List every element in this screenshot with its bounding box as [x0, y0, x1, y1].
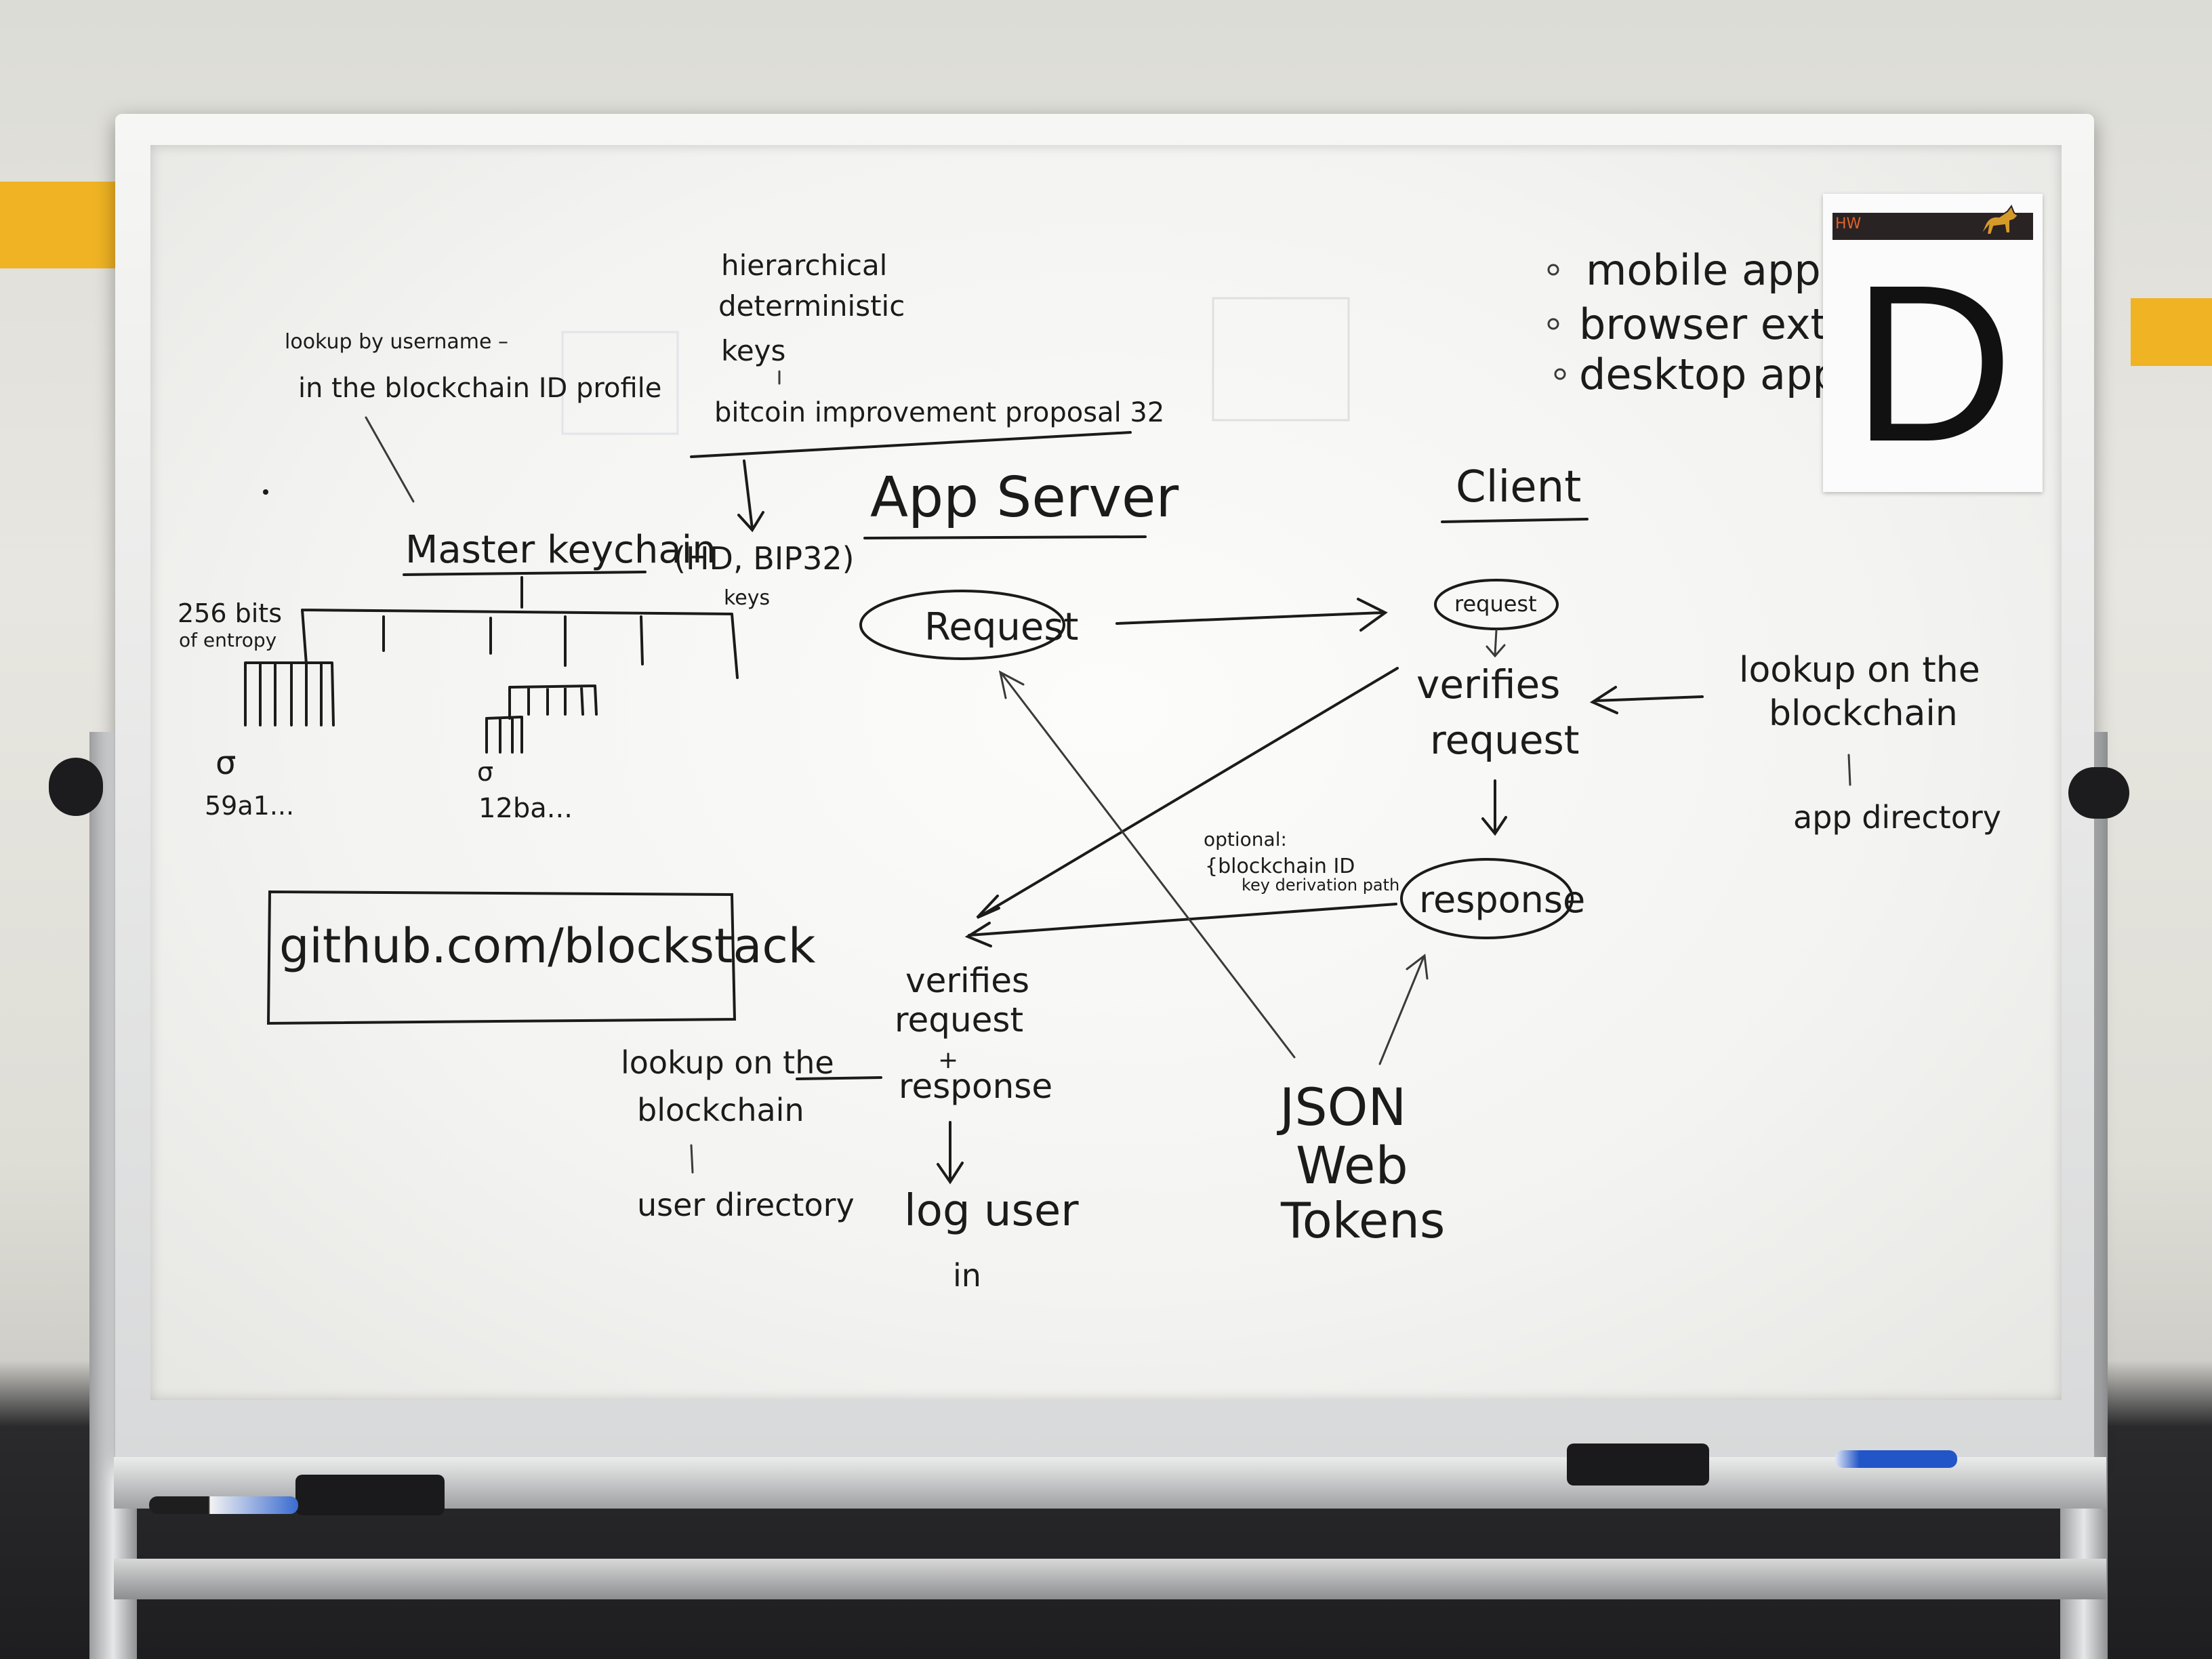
- label-log-user: log user: [904, 1186, 1079, 1236]
- github-box: [266, 890, 737, 1025]
- note-deterministic: deterministic: [718, 289, 905, 323]
- arrow-to-log-user: [937, 1121, 964, 1185]
- label-sigma-left: σ: [216, 744, 236, 782]
- label-request-server-2: request: [895, 1000, 1023, 1040]
- eraser-left[interactable]: [295, 1475, 445, 1515]
- label-tokens: Tokens: [1280, 1192, 1445, 1249]
- bullet-icon: [1547, 318, 1559, 330]
- bullet-icon: [1554, 368, 1566, 380]
- label-github: github.com/blockstack: [279, 918, 816, 974]
- bullet-icon: [1547, 264, 1559, 276]
- bullet-browser-ext: browser ext: [1579, 300, 1827, 349]
- underline-bip: [690, 431, 1132, 458]
- label-request-client: request: [1454, 591, 1537, 617]
- label-app-directory: app directory: [1793, 799, 2001, 836]
- label-entropy: of entropy: [179, 629, 276, 651]
- label-response: response: [1419, 878, 1585, 921]
- connector-lookup-to-verifies: [796, 1076, 882, 1080]
- stand-knob-left: [49, 758, 103, 816]
- arrow-verifies-to-server: [976, 667, 1399, 919]
- erased-mark-2: [561, 331, 679, 435]
- arrow-lookup-to-verifies: [1589, 686, 1704, 714]
- whiteboard-frame: [115, 114, 2094, 1462]
- stand-knob-right: [2068, 767, 2129, 819]
- arrow-response-to-server: [964, 903, 1397, 947]
- label-response-server: response: [899, 1067, 1052, 1106]
- label-key-59a1: 59a1...: [205, 791, 294, 821]
- connector-tick-left: [690, 1144, 694, 1174]
- label-verifies-client: verifies: [1416, 661, 1560, 708]
- bullet-desktop-app: desktop app: [1579, 350, 1839, 399]
- label-log-user-in: in: [953, 1257, 981, 1294]
- label-sigma-mid: σ: [477, 757, 493, 787]
- sign-logo-text: HW: [1835, 216, 1862, 232]
- label-request-client-2: request: [1430, 717, 1579, 763]
- connector-line: [365, 416, 415, 503]
- label-json: JSON: [1277, 1077, 1406, 1137]
- label-keys: keys: [724, 586, 770, 610]
- underline-app-server: [863, 535, 1147, 539]
- key-tree-top: [301, 576, 739, 679]
- arrow-down-bip: [737, 459, 764, 533]
- connector-tick-right: [1847, 754, 1851, 786]
- label-optional: optional:: [1204, 828, 1287, 851]
- label-optional-derivation: key derivation path: [1242, 876, 1399, 895]
- label-lookup-on-the-left: lookup on the: [621, 1044, 834, 1081]
- room-sign: HW D: [1823, 194, 2043, 492]
- marker-left[interactable]: [149, 1496, 298, 1514]
- whiteboard-surface: [150, 145, 2062, 1400]
- label-256-bits: 256 bits: [178, 598, 282, 628]
- wall-accent-stripe-right: [2131, 298, 2212, 366]
- arrow-jwt-to-request: [998, 670, 1296, 1059]
- sign-letter-d: D: [1851, 238, 2014, 488]
- dog-mascot-icon: [1980, 204, 2020, 237]
- underline-master: [403, 571, 647, 576]
- arrow-jwt-to-response: [1378, 954, 1429, 1065]
- stray-dot: [263, 489, 268, 495]
- arrow-request-to-client: [1115, 598, 1388, 632]
- wall-accent-stripe-left: [0, 182, 117, 268]
- note-blockchain-id-profile: in the blockchain ID profile: [298, 373, 661, 404]
- heading-client: Client: [1456, 462, 1581, 512]
- marker-tray: [114, 1457, 2106, 1509]
- arrow-to-verifies: [1486, 629, 1506, 658]
- heading-app-server: App Server: [870, 466, 1179, 530]
- label-blockchain-right: blockchain: [1769, 693, 1958, 734]
- bullet-mobile-app: mobile app: [1586, 245, 1821, 295]
- arrow-to-response: [1481, 779, 1507, 836]
- label-request-server: Request: [924, 605, 1078, 649]
- note-lookup-username: lookup by username –: [285, 330, 508, 354]
- label-optional-blockchain-id: {blockchain ID: [1205, 855, 1355, 878]
- label-user-directory: user directory: [637, 1187, 855, 1223]
- oval-response: [1400, 858, 1574, 939]
- marker-blue[interactable]: [1835, 1450, 1957, 1468]
- erased-mark: [1212, 297, 1350, 422]
- label-key-12ba: 12ba...: [478, 793, 573, 824]
- note-hierarchical: hierarchical: [721, 249, 887, 282]
- oval-request-client: [1434, 579, 1559, 630]
- underline-client: [1441, 518, 1589, 523]
- note-keys: keys: [721, 334, 785, 367]
- key-tree-sub: [485, 716, 523, 754]
- note-bip32: bitcoin improvement proposal 32: [714, 397, 1164, 428]
- key-tree-left: [244, 661, 335, 726]
- label-lookup-on-the-right: lookup on the: [1739, 650, 1980, 691]
- eraser-right[interactable]: [1567, 1443, 1709, 1486]
- oval-request: [859, 590, 1065, 660]
- label-master-keychain: Master keychain: [405, 528, 716, 572]
- label-web: Web: [1296, 1135, 1408, 1195]
- stand-crossbar: [114, 1559, 2106, 1599]
- label-verifies-server: verifies: [905, 961, 1029, 1000]
- label-blockchain-left: blockchain: [637, 1092, 804, 1128]
- key-tree-mid: [508, 684, 598, 720]
- label-plus: +: [938, 1046, 958, 1074]
- label-hd-bip32: (HD, BIP32): [674, 540, 855, 577]
